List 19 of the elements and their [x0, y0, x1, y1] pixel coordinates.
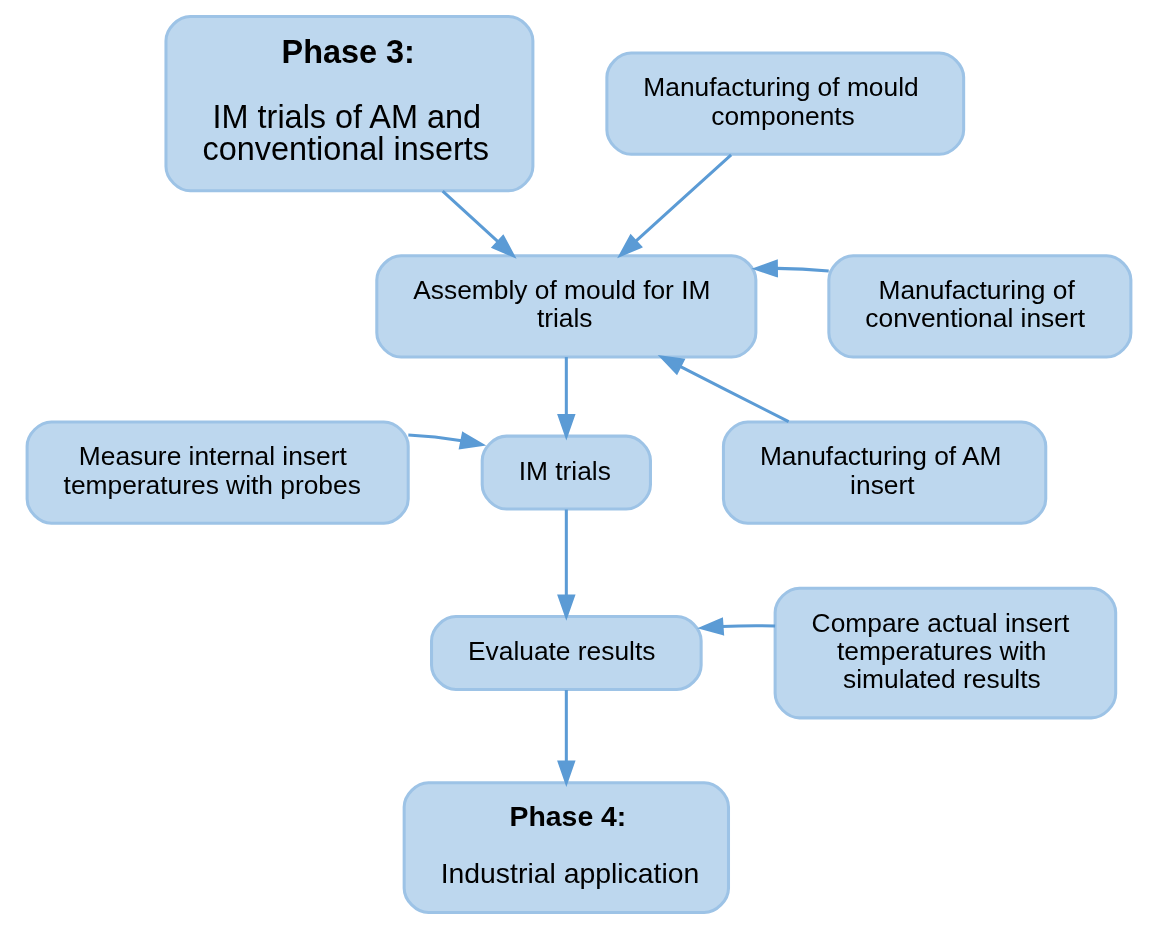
arrow	[557, 509, 576, 621]
arrow	[617, 153, 733, 259]
node-box: Manufacturing of AM insert	[721, 420, 1048, 525]
node-box: Evaluate results	[430, 615, 703, 692]
node-box: Phase 3: IM trials of AM and conventional inserts	[164, 15, 535, 193]
node-box: Manufacturing of mould components	[605, 51, 966, 156]
node-box: Compare actual insert temperatures with simulated results	[773, 586, 1118, 720]
arrow	[557, 690, 576, 787]
arrow	[751, 259, 829, 278]
node-box: IM trials	[480, 434, 652, 511]
node-box: Measure internal insert temperatures with probes	[25, 420, 410, 525]
node-box: Assembly of mould for IM trials	[375, 254, 758, 359]
arrow	[657, 354, 790, 424]
arrow	[441, 189, 517, 259]
arrow	[697, 617, 776, 636]
node-box: Manufacturing of conventional insert	[827, 254, 1133, 359]
arrow	[408, 431, 487, 450]
node-box: Phase 4: Industrial application	[402, 781, 730, 914]
arrow	[557, 357, 576, 441]
